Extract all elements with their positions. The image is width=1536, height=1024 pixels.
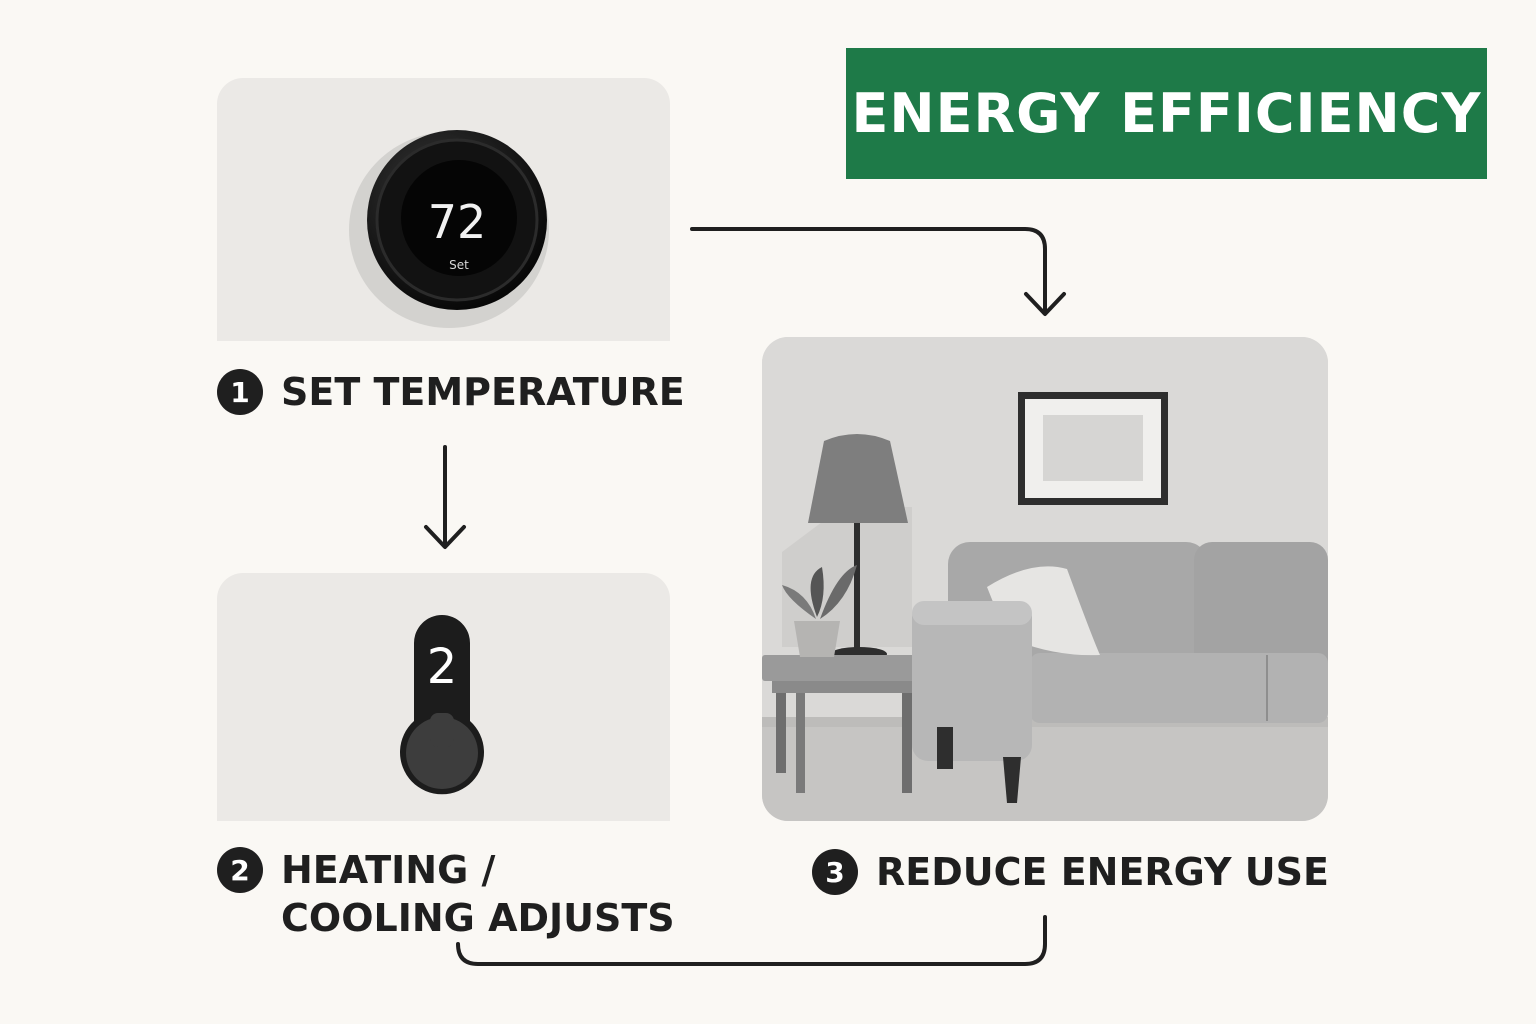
- step-3-number: 3: [812, 849, 858, 895]
- thermostat-set-label: Set: [449, 258, 469, 272]
- living-room-illustration: [762, 337, 1328, 821]
- thermostat-icon: 72 Set: [349, 130, 549, 328]
- side-table-icon: [762, 655, 934, 793]
- step-1: 1 SET TEMPERATURE: [217, 368, 685, 416]
- step-1-label: SET TEMPERATURE: [281, 370, 685, 414]
- picture-frame-icon: [1018, 392, 1168, 505]
- living-room-panel: [762, 337, 1328, 821]
- step-2: 2 HEATING / COOLING ADJUSTS: [217, 846, 687, 942]
- thermostat-panel: 72 Set: [217, 78, 670, 341]
- step-3-label: REDUCE ENERGY USE: [876, 850, 1329, 894]
- title-banner: ENERGY EFFICIENCY: [846, 48, 1487, 179]
- title-text: ENERGY EFFICIENCY: [851, 82, 1482, 145]
- gauge-panel: 2: [217, 573, 670, 821]
- plant-icon: [782, 565, 857, 657]
- gauge-number: 2: [427, 639, 458, 695]
- step-2-label: HEATING / COOLING ADJUSTS: [281, 848, 675, 940]
- connector-step2-to-step3: [456, 915, 1047, 966]
- gauge-icon: 2: [400, 615, 484, 795]
- thermostat-temperature: 72: [428, 195, 487, 249]
- arrow-step1-to-step3: [690, 227, 1047, 315]
- sofa-icon: [912, 542, 1328, 803]
- step-3: 3 REDUCE ENERGY USE: [812, 848, 1329, 896]
- step-1-number: 1: [217, 369, 263, 415]
- step-2-number: 2: [217, 847, 263, 893]
